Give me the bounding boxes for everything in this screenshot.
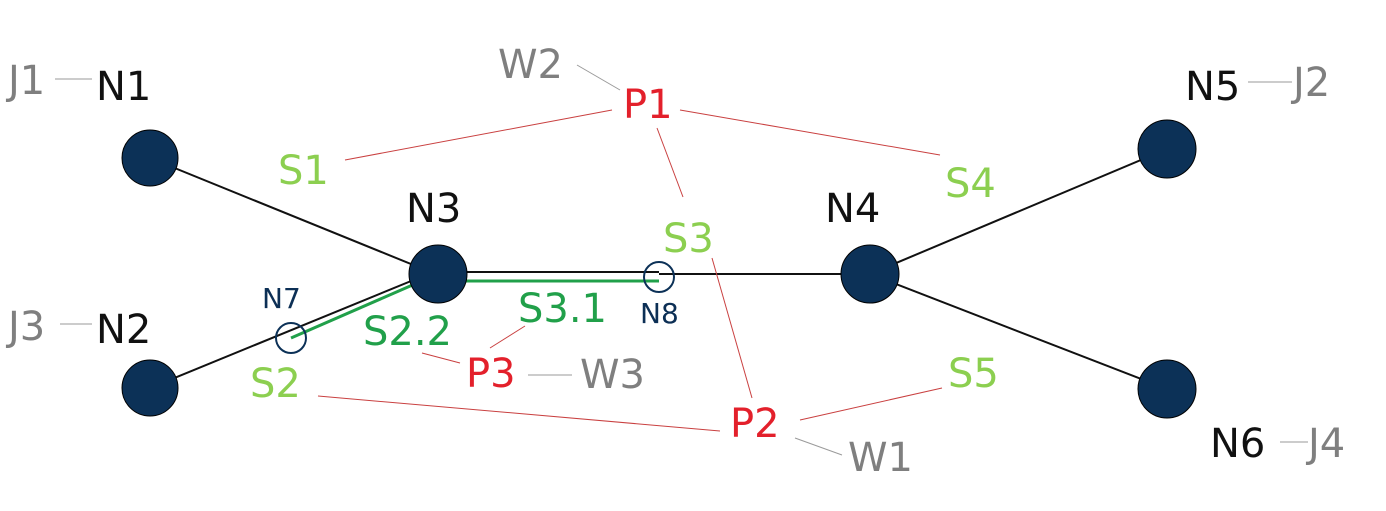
p3-to-s3-1 xyxy=(489,325,526,349)
nodes xyxy=(121,119,1197,419)
label-j3: J3 xyxy=(5,304,45,350)
label-n8: N8 xyxy=(640,297,679,330)
path-labels: P1 P2 P3 xyxy=(466,82,780,447)
p1-to-s1 xyxy=(344,109,613,161)
label-p2: P2 xyxy=(730,401,780,447)
edge-n1-n3 xyxy=(149,157,439,276)
label-n5: N5 xyxy=(1185,64,1240,110)
edges xyxy=(149,148,1168,390)
node-n7[interactable] xyxy=(275,322,307,354)
label-p1: P1 xyxy=(623,82,673,128)
p1-to-s3 xyxy=(656,127,684,198)
node-n5[interactable] xyxy=(1137,119,1197,179)
label-n4: N4 xyxy=(825,186,880,232)
label-n2: N2 xyxy=(96,307,151,353)
sub-segments xyxy=(290,278,659,340)
label-j1: J1 xyxy=(5,58,45,104)
node-n2[interactable] xyxy=(121,359,179,417)
label-w1: W1 xyxy=(848,435,913,481)
label-s3: S3 xyxy=(663,216,714,262)
label-j4: J4 xyxy=(1305,421,1345,467)
w2-leader xyxy=(576,64,621,91)
label-s4: S4 xyxy=(945,161,996,207)
p2-to-s3 xyxy=(711,257,753,399)
path-lines xyxy=(317,109,943,432)
node-labels: N1 N2 N3 N4 N5 N6 N7 N8 xyxy=(96,64,1265,467)
segment-labels: S1 S2 S3 S4 S5 S2.2 S3.1 xyxy=(250,148,999,407)
p3-to-s2-2 xyxy=(421,352,461,364)
node-n6[interactable] xyxy=(1137,359,1197,419)
p2-to-s2 xyxy=(317,395,721,432)
label-p3: P3 xyxy=(466,351,516,397)
node-n8[interactable] xyxy=(643,261,675,293)
waypoint-labels: W2 W3 W1 xyxy=(498,42,913,481)
label-w2: W2 xyxy=(498,42,563,88)
edge-n4-n6 xyxy=(869,273,1168,390)
node-n4[interactable] xyxy=(840,244,900,304)
edge-n2-n3 xyxy=(149,269,439,389)
label-s2-2: S2.2 xyxy=(363,309,452,355)
label-j2: J2 xyxy=(1290,60,1330,106)
label-s2: S2 xyxy=(250,361,301,407)
label-w3: W3 xyxy=(580,352,645,398)
label-n7: N7 xyxy=(262,282,301,315)
p2-to-s5 xyxy=(799,387,943,421)
label-s5: S5 xyxy=(948,351,999,397)
label-n3: N3 xyxy=(406,186,461,232)
node-n3[interactable] xyxy=(408,244,468,304)
leader-lines xyxy=(55,64,1308,456)
label-s3-1: S3.1 xyxy=(518,286,607,332)
node-n1[interactable] xyxy=(121,129,179,187)
w1-leader xyxy=(794,437,843,456)
label-n6: N6 xyxy=(1210,421,1265,467)
segment-s2-2-line xyxy=(290,278,425,340)
edge-n4-n5 xyxy=(869,148,1168,275)
p1-to-s4 xyxy=(679,109,941,156)
label-s1: S1 xyxy=(278,148,329,194)
junction-labels: J1 J3 J2 J4 xyxy=(5,58,1345,467)
label-n1: N1 xyxy=(96,64,151,110)
